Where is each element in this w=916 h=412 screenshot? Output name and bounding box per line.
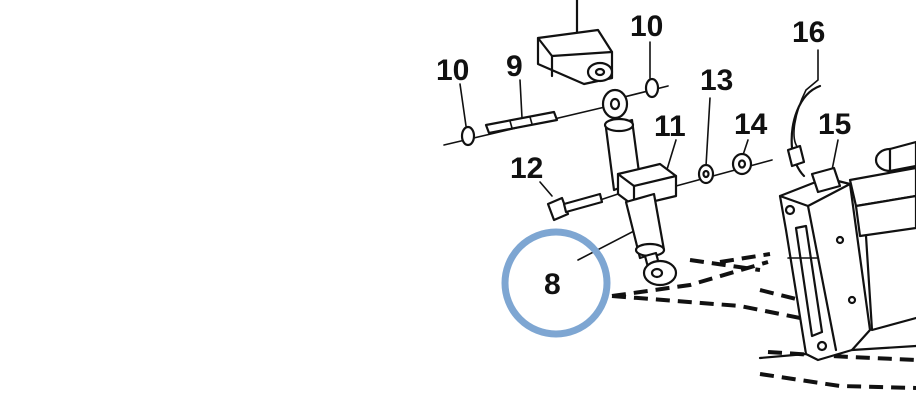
callout-8: 8 [544, 268, 561, 301]
callout-9: 9 [506, 50, 523, 83]
callout-labels: 10 9 10 13 11 14 12 8 16 15 [436, 10, 851, 301]
callout-16: 16 [792, 16, 825, 49]
callout-11: 11 [654, 110, 686, 143]
callout-15: 15 [818, 108, 851, 141]
callout-10-left: 10 [436, 54, 469, 87]
deck-outline [611, 252, 916, 390]
callout-10-right: 10 [630, 10, 663, 43]
cylinder-assembly [569, 88, 773, 287]
bolt-part [546, 192, 604, 222]
callout-14: 14 [734, 108, 768, 141]
leader-lines [459, 41, 839, 261]
pivot-pin-axis [443, 77, 669, 147]
mount-bracket [536, 0, 614, 86]
machine-frame [758, 140, 916, 360]
callout-13: 13 [700, 64, 733, 97]
washer-nut [697, 152, 753, 185]
callout-12: 12 [510, 152, 543, 185]
highlight-circle [501, 228, 611, 338]
